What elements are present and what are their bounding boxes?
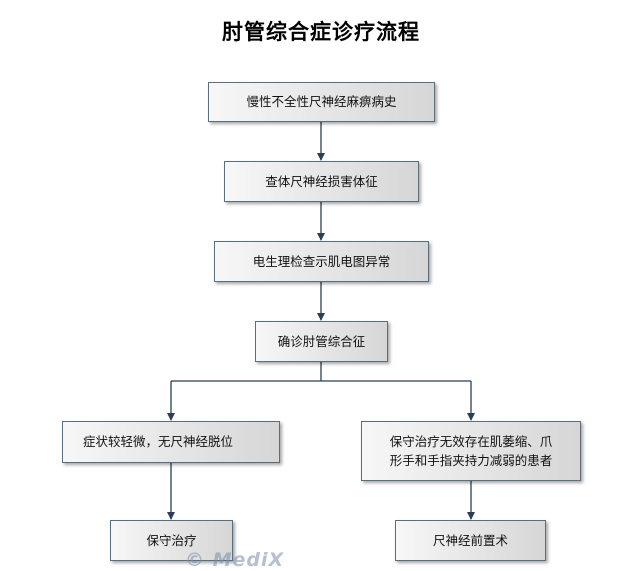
node-exam: 查体尺神经损害体征 — [224, 161, 419, 202]
node-diagnosis: 确诊肘管综合征 — [255, 321, 388, 362]
node-conservative-fail-line2: 形手和手指夹持力减弱的患者 — [389, 453, 553, 468]
node-emg-label: 电生理检查示肌电图异常 — [252, 253, 391, 269]
node-emg: 电生理检查示肌电图异常 — [214, 241, 429, 282]
node-surgery: 尺神经前置术 — [395, 520, 546, 561]
node-conservative-fail-line1: 保守治疗无效存在肌萎缩、爪 — [389, 433, 553, 449]
node-exam-label: 查体尺神经损害体征 — [265, 173, 378, 189]
node-history: 慢性不全性尺神经麻痹病史 — [208, 82, 435, 122]
node-surgery-label: 尺神经前置术 — [432, 532, 508, 548]
watermark-text: © MediX — [185, 549, 285, 571]
node-diagnosis-label: 确诊肘管综合征 — [277, 333, 366, 349]
node-mild: 症状较轻微，无尺神经脱位 — [62, 421, 280, 463]
node-conservative-fail: 保守治疗无效存在肌萎缩、爪 形手和手指夹持力减弱的患者 — [361, 421, 581, 481]
node-conservative: 保守治疗 — [110, 520, 233, 561]
node-history-label: 慢性不全性尺神经麻痹病史 — [246, 94, 397, 110]
chart-title: 肘管综合症诊疗流程 — [222, 20, 420, 44]
node-mild-label: 症状较轻微，无尺神经脱位 — [83, 434, 234, 450]
node-conservative-label: 保守治疗 — [146, 532, 197, 548]
